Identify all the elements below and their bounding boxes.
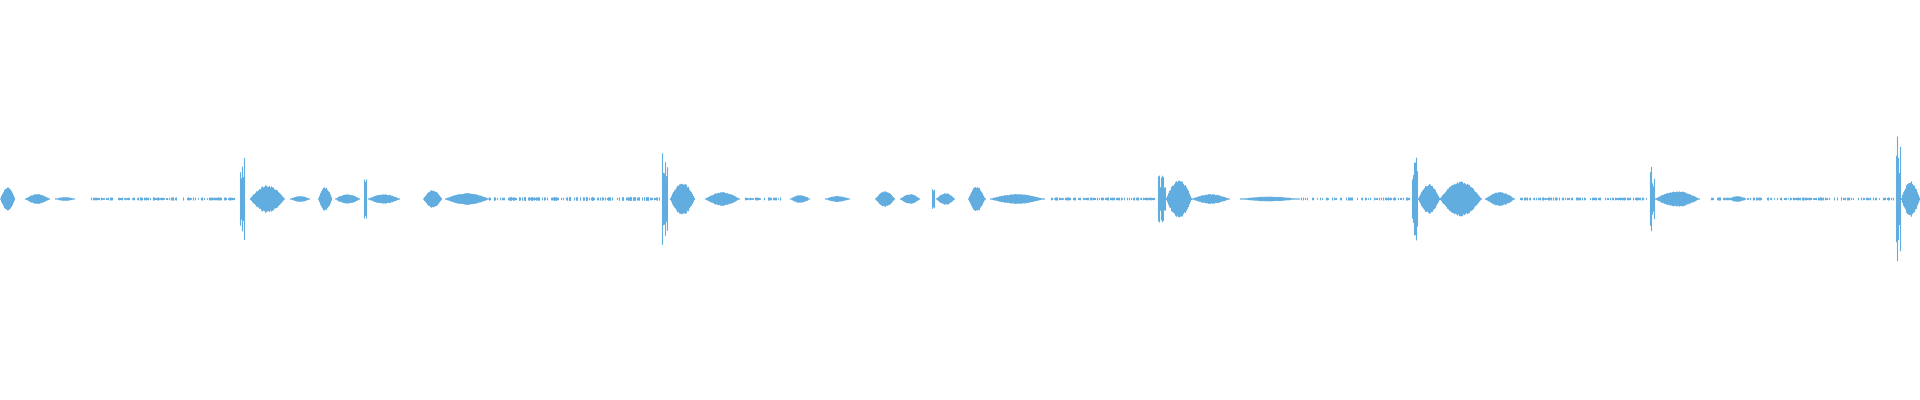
waveform-segment-noise [1300, 197, 1411, 201]
waveform-segment-blob [1239, 196, 1301, 202]
waveform-segment-spike [1157, 175, 1167, 223]
waveform-segment-spike [931, 189, 936, 209]
waveform-segment-blob [422, 190, 443, 208]
waveform-segment-blob [824, 196, 851, 202]
waveform-segment-blob [1484, 192, 1516, 206]
waveform-segment-blob [444, 193, 491, 205]
waveform-segment-spike [239, 157, 246, 241]
waveform-segment-noise [90, 197, 236, 201]
waveform-segment-spike [1895, 136, 1902, 262]
waveform-segment-blob [967, 187, 987, 211]
waveform-segment-blob [54, 197, 76, 201]
waveform-segment-spike [661, 153, 669, 245]
waveform-segment-noise [1519, 197, 1648, 201]
waveform-segment-blob [334, 194, 361, 204]
waveform-segment-blob [789, 195, 811, 203]
waveform-segment-blob [989, 194, 1046, 204]
waveform-segment-blob [1900, 181, 1920, 217]
waveform-segment-blob [0, 187, 16, 211]
waveform-segment-blob [935, 193, 956, 205]
waveform-segment-blob [669, 183, 696, 215]
waveform-segment-blob [367, 194, 401, 204]
waveform-segment-blob [24, 194, 51, 204]
waveform-segment-noise [1050, 197, 1156, 201]
waveform-segment-noise [744, 197, 782, 201]
waveform-segment-noise [488, 197, 661, 201]
waveform-segment-spike [1411, 157, 1419, 241]
waveform-segment-blob [704, 192, 741, 206]
waveform-segment-spike [363, 179, 368, 219]
waveform-segment-blob [1417, 184, 1441, 214]
waveform-segment-blob [899, 194, 921, 204]
waveform-segment-blob [1191, 194, 1231, 204]
waveform-segment-blob [1727, 196, 1747, 202]
waveform-segment-blob [289, 196, 311, 202]
waveform-segment-blob [1439, 181, 1483, 217]
waveform-segment-blob [317, 187, 333, 211]
waveform-segment-blob [1654, 191, 1701, 207]
waveform-segment-blob [249, 185, 286, 213]
waveform-segment-blob [874, 191, 896, 207]
waveform-segment-blob [1165, 180, 1193, 218]
waveform-segment-spike [1649, 166, 1656, 232]
